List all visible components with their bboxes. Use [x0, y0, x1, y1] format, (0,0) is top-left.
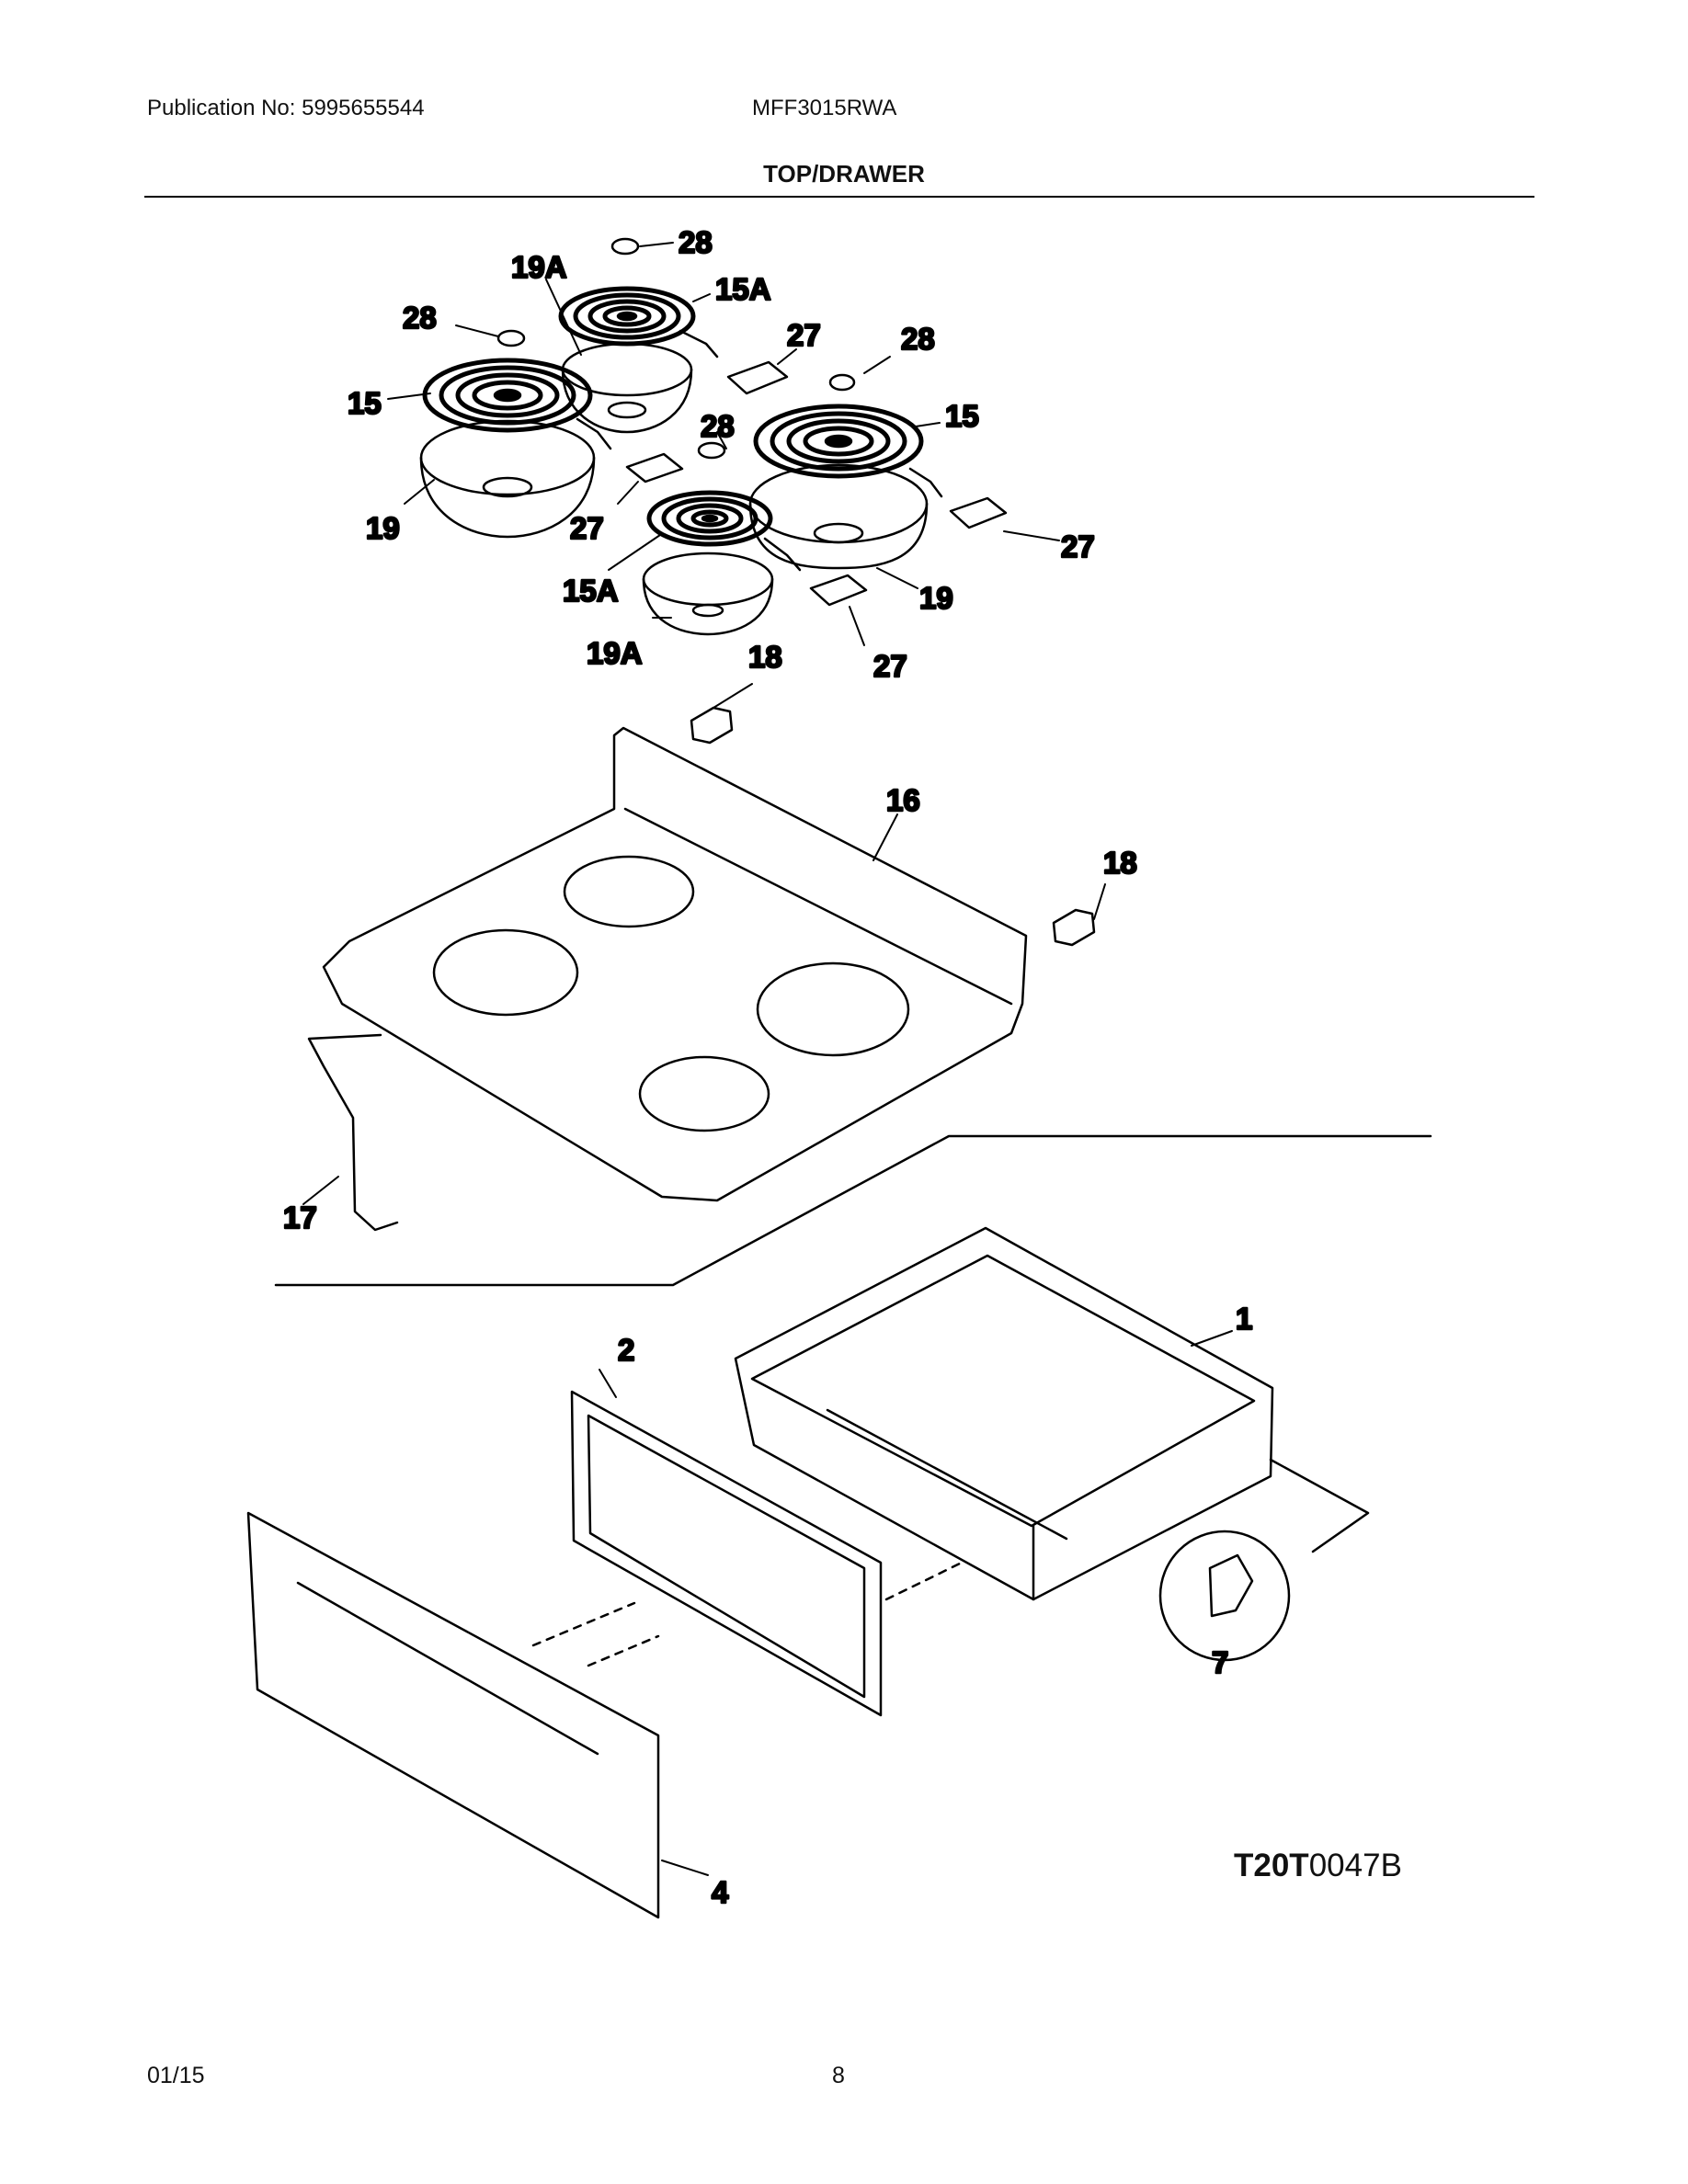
footer-date: 01/15	[147, 2063, 205, 2088]
cooktop-16	[322, 726, 1028, 1202]
callout-19-left: 19	[366, 511, 400, 545]
callout-15-left: 15	[348, 386, 382, 420]
section-title: TOP/DRAWER	[763, 160, 925, 188]
page-number: 8	[832, 2063, 845, 2088]
leader-lines	[302, 242, 1233, 1876]
element-15a-rear	[558, 286, 719, 358]
callout-18-rear: 18	[748, 640, 782, 674]
callout-28-left: 28	[403, 301, 437, 335]
element-15-right	[753, 404, 943, 498]
detail-7-inset	[1158, 1458, 1370, 1662]
wire-17	[307, 1033, 399, 1232]
callout-27-left: 27	[570, 511, 604, 545]
element-15-left	[422, 358, 612, 450]
figure-code-prefix: T20T	[1234, 1848, 1309, 1883]
model-number: MFF3015RWA	[752, 96, 897, 120]
drip-bowl-19-right	[748, 463, 929, 570]
callout-19-right: 19	[919, 581, 953, 615]
callout-4: 4	[712, 1875, 729, 1909]
drip-bowl-19a-rear	[561, 342, 693, 434]
callout-16: 16	[886, 783, 920, 817]
callout-27-right: 27	[1061, 529, 1095, 563]
element-15a-front	[646, 490, 802, 572]
drawer-panel-2	[570, 1390, 883, 1717]
drip-bowl-19-left	[419, 419, 596, 539]
callout-27-front: 27	[873, 649, 907, 683]
figure-code: T20T0047B	[1234, 1848, 1402, 1884]
callout-19a-front: 19A	[587, 636, 643, 670]
drawer-front-4	[246, 1511, 660, 1919]
callout-18-side: 18	[1103, 846, 1137, 880]
callout-15a-rear: 15A	[715, 272, 771, 306]
publication-number: Publication No: 5995655544	[147, 96, 425, 120]
figure-code-suffix: 0047B	[1308, 1848, 1402, 1883]
receptacle-27-parts	[625, 360, 1008, 607]
drip-bowl-19a-front	[642, 552, 774, 636]
callout-1: 1	[1236, 1302, 1252, 1336]
callout-28-rear: 28	[679, 225, 713, 259]
callout-17: 17	[283, 1200, 317, 1234]
callout-28-front: 28	[701, 409, 735, 443]
callout-15-right: 15	[945, 399, 979, 433]
callout-2: 2	[618, 1333, 634, 1367]
callout-7: 7	[1212, 1645, 1228, 1679]
callout-28-right: 28	[901, 322, 935, 356]
header-rule	[144, 196, 1534, 198]
callout-15a-front: 15A	[563, 574, 619, 608]
callout-19a-rear: 19A	[511, 250, 567, 284]
callout-27-rear: 27	[787, 318, 821, 352]
trim-ring-28-parts	[496, 237, 856, 460]
drawer-body-1	[734, 1226, 1274, 1601]
bracket-18-parts	[690, 706, 1096, 947]
separator-line	[274, 1134, 1432, 1287]
dashed-assembly-lines	[531, 1561, 964, 1667]
